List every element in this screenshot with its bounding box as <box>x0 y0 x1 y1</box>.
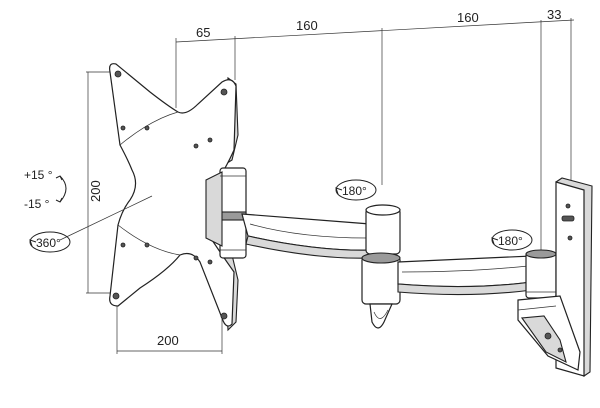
bracket-slot <box>561 215 575 222</box>
swivel-wall-label: 180° <box>498 234 523 248</box>
second-arm <box>397 255 533 296</box>
wall-bracket <box>517 177 593 377</box>
wall-pivot <box>525 249 557 299</box>
dimension-label-160-second: 160 <box>457 10 479 25</box>
first-arm <box>241 213 377 259</box>
mount-hole-bottom-right <box>220 312 228 320</box>
swivel-indicator-arm <box>335 179 377 201</box>
dimension-label-33: 33 <box>547 7 561 22</box>
dimension-label-vertical-200: 200 <box>88 180 103 202</box>
bottom-dimension-lines <box>116 300 223 354</box>
dimension-label-160-first: 160 <box>296 18 318 33</box>
plate-pivot <box>205 167 247 259</box>
rotation-indicator <box>29 195 153 253</box>
mount-hole-top-right <box>220 88 228 96</box>
swivel-indicator-wall <box>491 229 533 251</box>
dimension-label-bottom-200: 200 <box>157 333 179 348</box>
mount-hole-top-left <box>114 70 122 78</box>
tilt-down-label: -15 ° <box>24 197 50 211</box>
middle-pivot <box>361 204 401 329</box>
vesa-plate <box>109 63 239 332</box>
top-dimension-lines <box>175 18 575 250</box>
mount-hole-bottom-left <box>112 292 120 300</box>
tilt-arrow-icon <box>55 175 67 203</box>
swivel-arm-label: 180° <box>342 184 367 198</box>
tilt-up-label: +15 ° <box>24 168 53 182</box>
rotation-label: 360° <box>36 236 61 250</box>
dimension-label-65: 65 <box>196 25 210 40</box>
